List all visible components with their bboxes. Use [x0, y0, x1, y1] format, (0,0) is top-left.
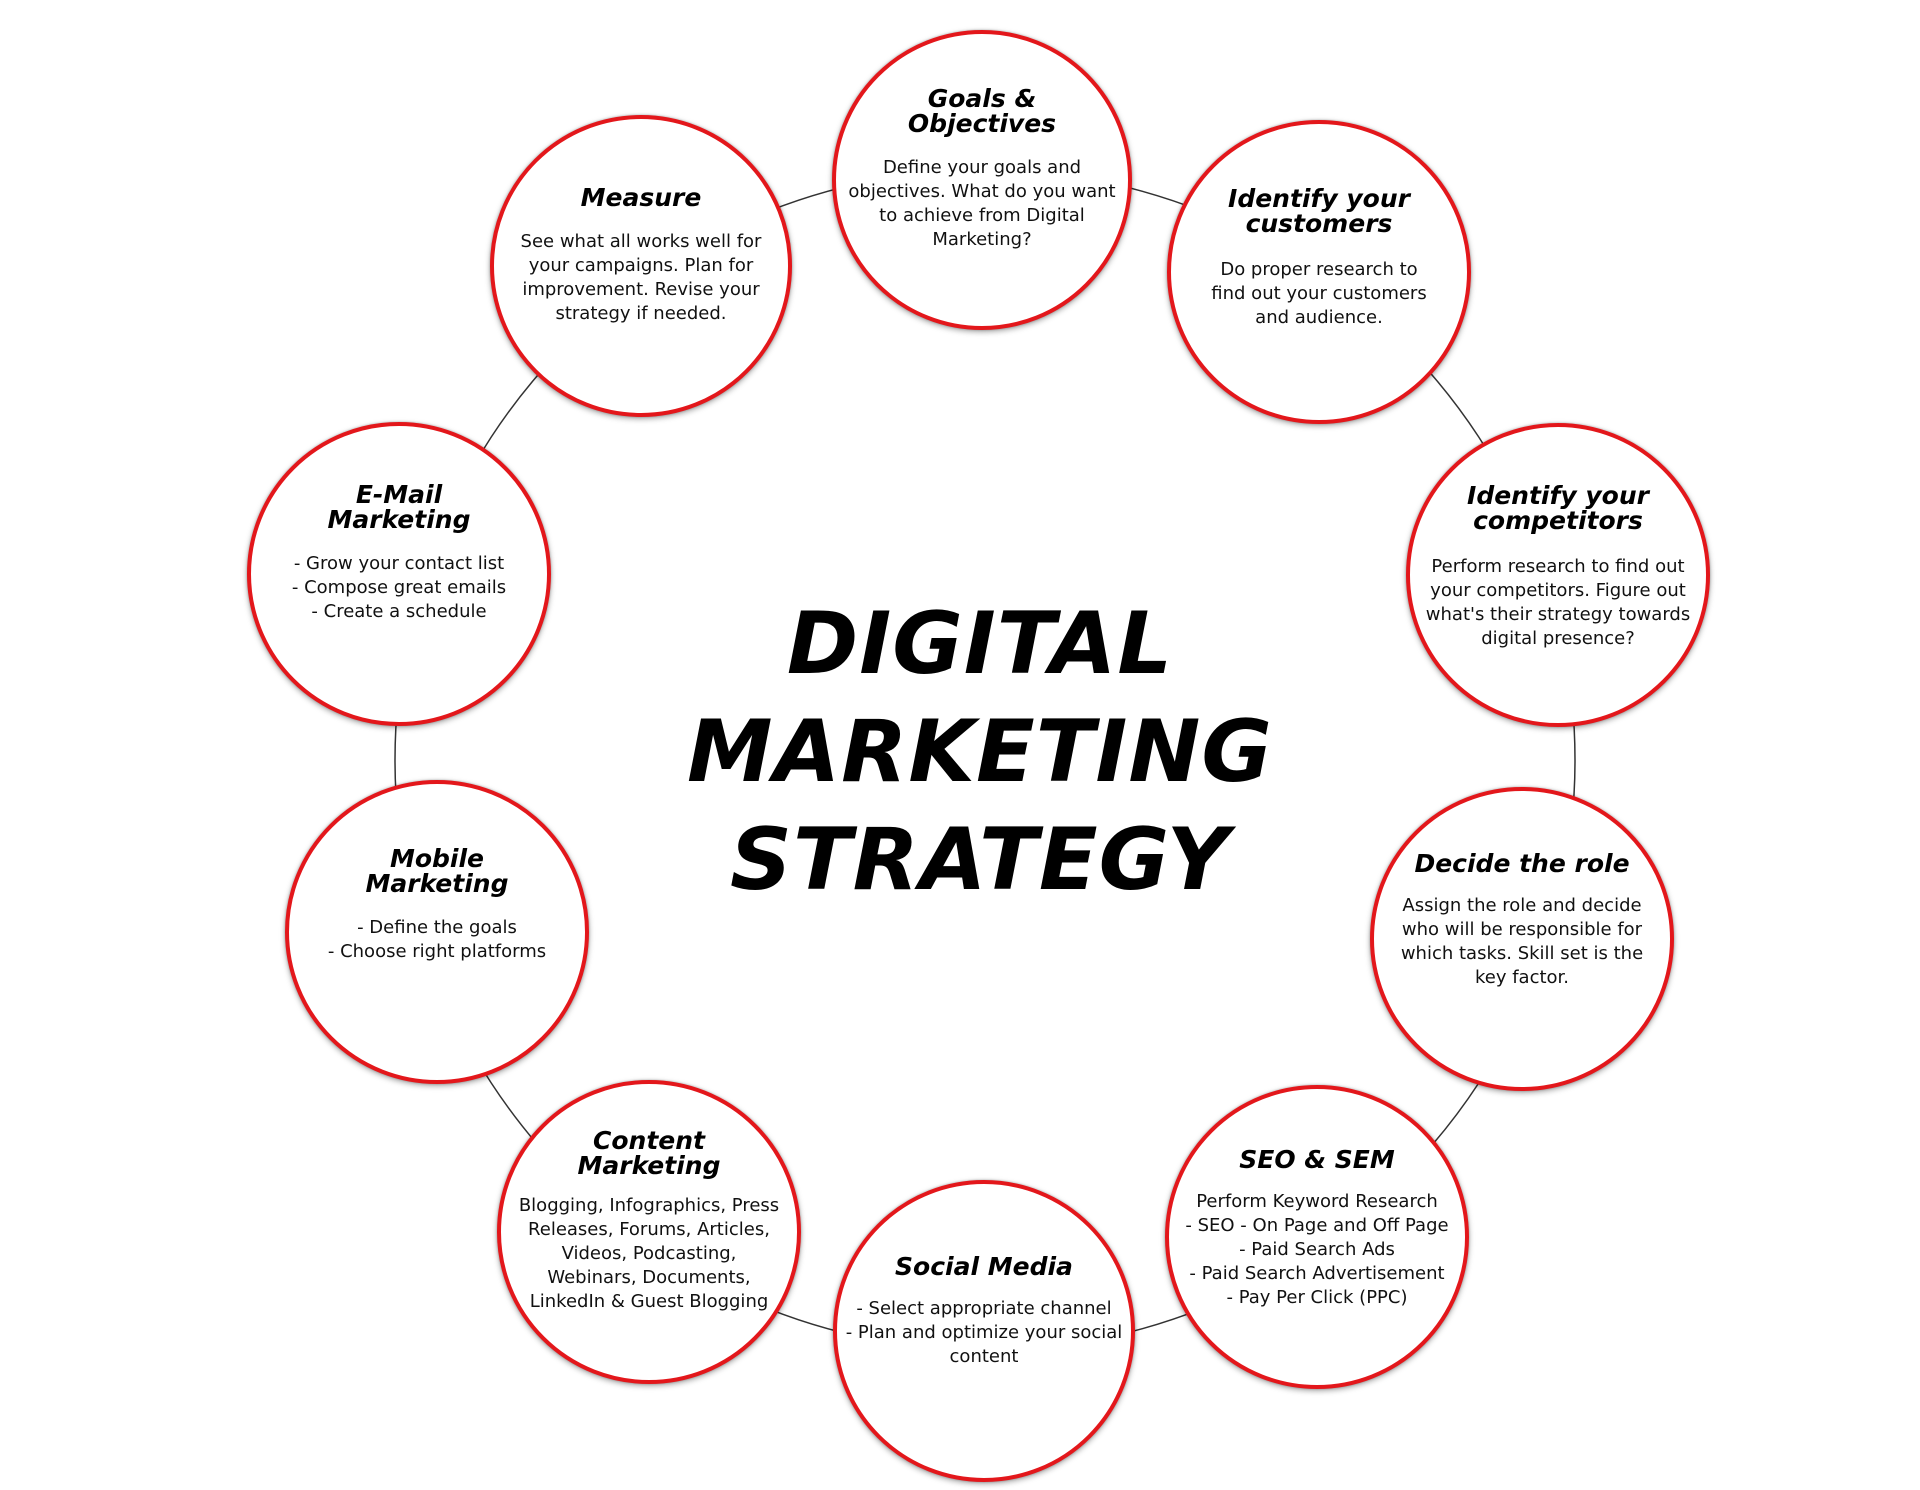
step-description: Blogging, Infographics, Press Releases, …	[518, 1195, 780, 1312]
step-identify-competitors: Identify your competitors Perform resear…	[1406, 423, 1710, 727]
step-measure: Measure See what all works well for your…	[490, 115, 792, 417]
step-title: Identify your customers	[1228, 184, 1410, 238]
step-goals-objectives: Goals & Objectives Define your goals and…	[832, 30, 1132, 330]
step-description: - Select appropriate channel - Plan and …	[845, 1298, 1123, 1367]
step-title: Measure	[580, 183, 702, 212]
step-description: See what all works well for your campaig…	[520, 231, 762, 324]
step-title: E-Mail Marketing	[327, 480, 471, 534]
step-description: Perform Keyword Research - SEO - On Page…	[1185, 1191, 1449, 1308]
step-description: Perform research to find out your compet…	[1425, 556, 1691, 649]
step-email-marketing: E-Mail Marketing - Grow your contact lis…	[247, 422, 551, 726]
step-identify-customers: Identify your customers Do proper resear…	[1167, 120, 1471, 424]
center-title-line-1: DIGITAL	[786, 594, 1174, 694]
step-title: SEO & SEM	[1239, 1145, 1395, 1174]
step-title: Social Media	[895, 1252, 1073, 1281]
center-title-line-2: MARKETING	[687, 702, 1273, 802]
step-description: - Define the goals - Choose right platfo…	[327, 917, 547, 962]
step-title: Decide the role	[1414, 849, 1630, 878]
step-mobile-marketing: Mobile Marketing - Define the goals - Ch…	[285, 780, 589, 1084]
step-description: Define your goals and objectives. What d…	[848, 157, 1116, 250]
step-content-marketing: Content Marketing Blogging, Infographics…	[497, 1080, 801, 1384]
step-decide-role: Decide the role Assign the role and deci…	[1370, 787, 1674, 1091]
center-title: DIGITAL MARKETING STRATEGY	[660, 590, 1300, 914]
step-title: Identify your competitors	[1467, 481, 1649, 535]
step-title: Mobile Marketing	[365, 844, 509, 898]
step-seo-sem: SEO & SEM Perform Keyword Research - SEO…	[1165, 1085, 1469, 1389]
step-description: Assign the role and decide who will be r…	[1400, 895, 1644, 988]
step-title: Goals & Objectives	[907, 84, 1057, 138]
step-social-media: Social Media - Select appropriate channe…	[833, 1180, 1135, 1482]
step-description: Do proper research to find out your cust…	[1211, 259, 1427, 328]
center-title-line-3: STRATEGY	[730, 810, 1230, 910]
step-description: - Grow your contact list - Compose great…	[291, 553, 507, 622]
step-title: Content Marketing	[577, 1126, 721, 1180]
